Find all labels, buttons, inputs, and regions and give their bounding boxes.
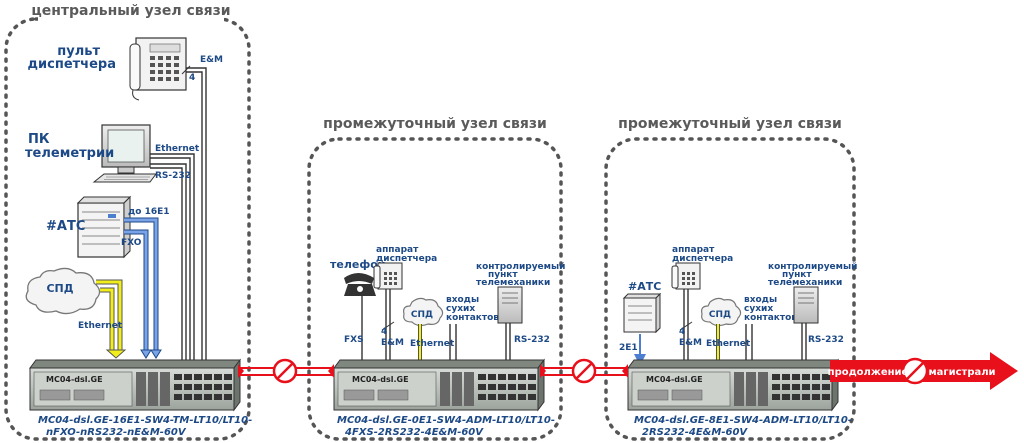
i1-rs232-label: RS-232 (514, 335, 550, 345)
i2-controlled-point-label: контролируемый (768, 262, 857, 272)
pc-telemetry-icon (92, 124, 157, 183)
central-em-label: E&M (200, 55, 223, 65)
controlled-point-label: контролируемый (476, 262, 565, 272)
central-em-wire (186, 67, 207, 360)
i1-spd-label: СПД (411, 310, 433, 320)
spd-cloud-icon (701, 297, 742, 327)
i2-dry-contacts-label: сухих (744, 304, 773, 314)
central-em-count: 4 (189, 73, 195, 83)
i2-controlled-point-label: телемеханики (768, 278, 842, 288)
i2-dispatcher-unit-label: аппарат (672, 245, 715, 255)
trunk-main-label: магистрали (928, 367, 995, 378)
i2-e1-label: 2E1 (619, 343, 638, 353)
central-atc-label: #АТС (46, 219, 85, 234)
pc-telemetry-label: телеметрии (25, 146, 114, 161)
controlled-point-icon (497, 286, 523, 324)
i2-device-name: MC04-dsl.GE (646, 375, 703, 384)
dispatcher-unit-label: диспетчера (376, 254, 437, 264)
i2-dry-contacts-label: входы (744, 295, 777, 305)
controlled-point-icon (793, 286, 819, 324)
i1-model-line1: MC04-dsl.GE-0E1-SW4-ADM-LT10/LT10- (337, 415, 555, 426)
i2-dry-contacts-label: контактов (744, 313, 797, 323)
spd-cloud-icon (403, 297, 444, 327)
intermediate-node-1-frame (307, 137, 563, 441)
central-ethernet-spd-label: Ethernet (78, 321, 123, 331)
intermediate-node-1-title: промежуточный узел связи (323, 116, 547, 132)
central-device-name: MC04-dsl.GE (46, 375, 103, 384)
spd-cloud-icon (25, 267, 101, 315)
dispatcher-unit-icon (671, 262, 701, 290)
central-node-title: центральный узел связи (31, 3, 230, 19)
fxs-label: FXS (344, 335, 364, 345)
i2-atc-label: #АТС (628, 280, 661, 293)
central-fxo-label: FXO (121, 238, 142, 248)
trunk-link-1 (238, 358, 334, 384)
trunk-link-2 (540, 358, 628, 384)
trunk-continuation-label: продолжение (828, 367, 909, 378)
central-ethernet-pc-label: Ethernet (155, 144, 200, 154)
atc-icon (76, 195, 132, 259)
pc-telemetry-label: ПК (28, 132, 50, 147)
dry-contacts-label: контактов (446, 313, 499, 323)
intermediate-node-2-title: промежуточный узел связи (618, 116, 842, 132)
i1-ethernet-label: Ethernet (410, 339, 455, 349)
central-model-line2: nFXO-nRS232-nE&M-60V (46, 427, 187, 438)
controlled-point-label: телемеханики (476, 278, 550, 288)
intermediate2-mc04-device (627, 358, 839, 412)
central-e1-wire (124, 217, 162, 359)
i1-em-count: 4 (381, 327, 387, 337)
i2-rs232-label: RS-232 (808, 335, 844, 345)
i2-ethernet-label: Ethernet (706, 339, 751, 349)
i2-model-line2: 2RS232-4E&M-60V (642, 427, 748, 438)
central-16e1-label: до 16E1 (128, 207, 170, 217)
dispatcher-unit-icon (373, 262, 403, 290)
i2-model-line1: MC04-dsl.GE-8E1-SW4-ADM-LT10/LT10- (634, 415, 852, 426)
atc-icon (622, 292, 662, 334)
phone-label: телефон (330, 258, 385, 271)
i1-device-name: MC04-dsl.GE (352, 375, 409, 384)
central-spd-label: СПД (46, 282, 73, 295)
controlled-point-label: пункт (488, 270, 518, 280)
dispatcher-unit-label: аппарат (376, 245, 419, 255)
i2-em-count: 4 (679, 327, 685, 337)
dry-contacts-label: входы (446, 295, 479, 305)
dispatcher-console-label: диспетчера (28, 57, 116, 72)
central-rs232-pc-label: RS-232 (155, 171, 191, 181)
central-spd-ethernet-wire (96, 279, 127, 359)
i2-spd-label: СПД (709, 310, 731, 320)
i1-em-label: E&M (381, 338, 404, 348)
central-ethernet-pc-wire (150, 153, 195, 360)
i2-em-label: E&M (679, 338, 702, 348)
intermediate1-mc04-device (333, 358, 545, 412)
i2-dispatcher-unit-label: диспетчера (672, 254, 733, 264)
i2-controlled-point-label: пункт (782, 270, 812, 280)
central-model-line1: MC04-dsl.GE-16E1-SW4-TM-LT10/LT10- (38, 415, 252, 426)
trunk-continuation-arrow (830, 352, 1018, 390)
telephone-icon (344, 273, 376, 296)
central-mc04-device (29, 358, 241, 412)
dispatcher-console-label: пульт (57, 44, 100, 59)
dispatcher-console-icon (129, 37, 187, 101)
i1-model-line2: 4FXS-2RS232-4E&M-60V (344, 427, 484, 438)
dry-contacts-label: сухих (446, 304, 475, 314)
